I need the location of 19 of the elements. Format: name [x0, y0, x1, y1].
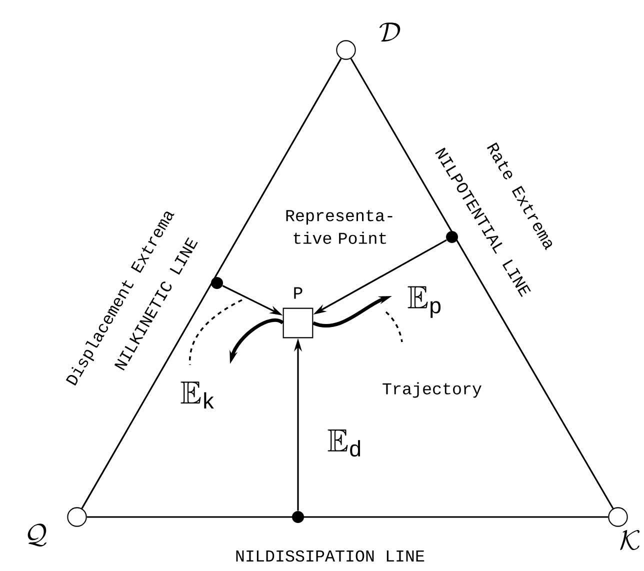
- anchor-dot: [211, 277, 223, 289]
- vertex-letter: $\mathcal{K}$: [620, 530, 640, 550]
- vertex-circle: [67, 507, 87, 527]
- edge-label: $\mathbb{E}_{\mathrm{k}}$: [180, 382, 214, 408]
- vertex-letter: $\mathcal{Q}$: [28, 524, 46, 547]
- point-label: P: [294, 287, 302, 299]
- vertex-circle: [608, 507, 628, 527]
- triangle-side: [350, 58, 614, 509]
- vertex-letter: $\mathcal{D}$: [380, 22, 400, 42]
- edge-label: $\mathbb{E}_{\mathrm{d}}$: [328, 429, 360, 457]
- triangle-side: [86, 516, 608, 518]
- text-label: Representa- tive Point: [286, 210, 392, 244]
- vertex-circle: [336, 40, 356, 60]
- anchor-dot: [446, 231, 458, 243]
- anchor-dot: [292, 511, 304, 523]
- text-label: Trajectory: [382, 382, 482, 398]
- triangle-side: [81, 58, 342, 509]
- edge-label: $\mathbb{E}_{\mathrm{p}}$: [408, 286, 441, 318]
- point-square: [282, 308, 314, 338]
